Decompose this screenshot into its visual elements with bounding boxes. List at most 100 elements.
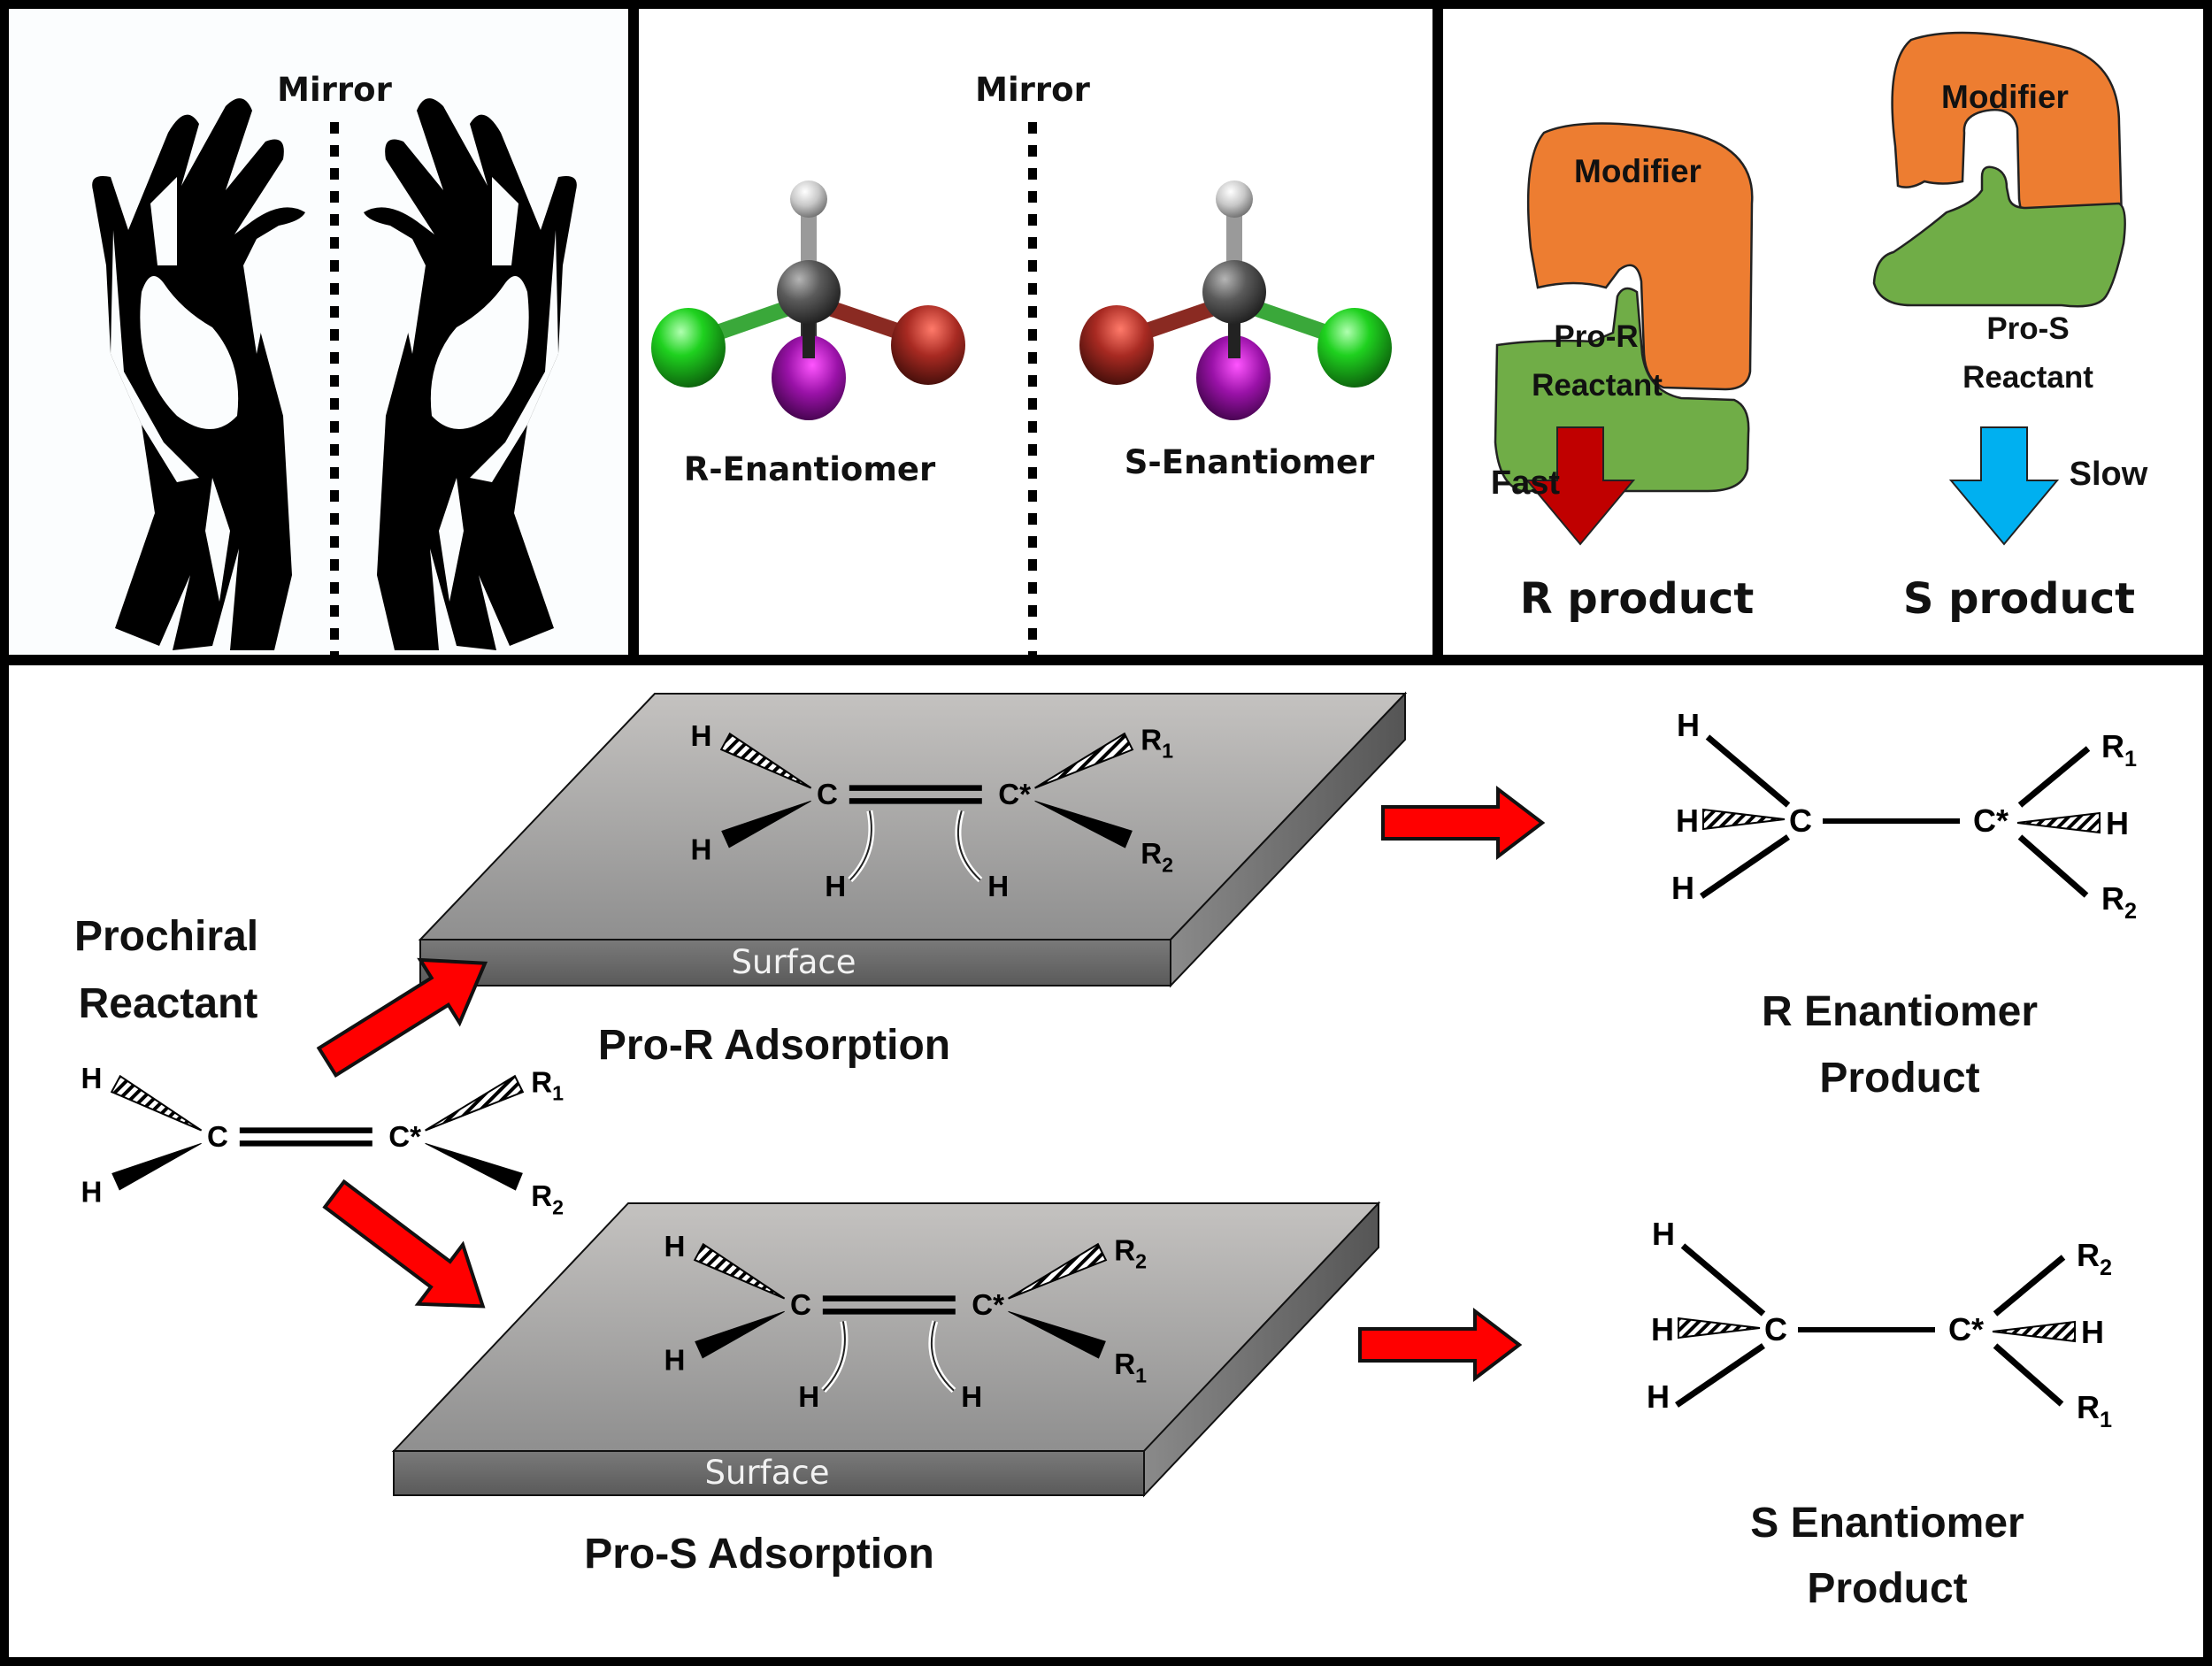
s-product-caption-2: Product — [1807, 1565, 1967, 1612]
arrow-to-s-product-icon — [1358, 1307, 1523, 1383]
hydrogen-label: H — [690, 720, 711, 753]
r-enantiomer-label: R-Enantiomer — [684, 450, 936, 488]
carbon-atom — [1202, 260, 1266, 324]
bond-line — [1705, 734, 1791, 808]
fast-label: Fast — [1491, 464, 1560, 502]
hydrogen-label: H — [81, 1063, 102, 1095]
slow-label: Slow — [2070, 456, 2148, 493]
hashed-wedge — [693, 1242, 786, 1300]
hashed-wedge — [1034, 732, 1134, 789]
reactant-label-left: Reactant — [1532, 368, 1663, 403]
hydrogen-atom — [1216, 180, 1253, 218]
s-enantiomer-label: S-Enantiomer — [1125, 443, 1375, 481]
arrow-to-r-product-icon — [1381, 785, 1546, 861]
hands-group: Mirror — [92, 71, 577, 655]
pro-s-surface: Surface — [391, 1201, 1381, 1498]
hydrogen-label: H — [1652, 1216, 1675, 1252]
adsorbed-hydrogen-label: H — [798, 1381, 819, 1414]
bond-line — [1680, 1243, 1766, 1317]
pro-r-surface: Surface — [418, 691, 1408, 988]
carbon-label: C — [1764, 1311, 1787, 1347]
red-atom — [891, 305, 965, 385]
hashed-wedge — [425, 1074, 525, 1132]
mirror-label-2: Mirror — [975, 71, 1090, 109]
hydrogen-label: H — [81, 1177, 102, 1209]
bond-line — [1993, 1255, 2066, 1317]
bond-line — [1993, 1343, 2064, 1407]
adsorbed-hydrogen-label: H — [825, 871, 846, 903]
hydrogen-label: H — [1677, 707, 1700, 743]
red-atom — [1079, 305, 1154, 385]
carbon-label: C — [207, 1121, 228, 1154]
carbon-label: C — [1789, 802, 1812, 839]
bond-line — [2017, 746, 2091, 808]
molecules-group: Mirror R-Enantiomer S- — [651, 71, 1392, 655]
pro-r-caption: Pro-R Adsorption — [598, 1022, 950, 1069]
modifier-shape-left — [1526, 122, 1754, 391]
adsorbed-hydrogen-label: H — [961, 1381, 982, 1414]
substituent-label: R1 — [531, 1066, 564, 1104]
fast-arrow-icon — [1525, 426, 1636, 546]
r-enantiomer-model — [651, 180, 965, 420]
adsorbed-hydrogen-label: H — [987, 871, 1009, 903]
bond-line — [1675, 1343, 1765, 1408]
hashed-wedge — [2016, 811, 2101, 834]
hashed-wedge — [719, 732, 812, 789]
hydrogen-label: H — [690, 834, 711, 867]
solid-wedge — [721, 800, 811, 848]
purple-atom — [1196, 335, 1271, 420]
left-hand-icon — [92, 98, 306, 651]
hydrogen-label: H — [1676, 802, 1699, 839]
hydrogen-label: H — [1651, 1311, 1674, 1347]
hydrogen-label: H — [2106, 805, 2129, 841]
hydrogen-label: H — [664, 1345, 685, 1378]
chiral-carbon-label: C* — [1948, 1311, 1984, 1347]
chiral-carbon-label: C* — [388, 1121, 421, 1154]
modifier-label-right: Modifier — [1941, 79, 2069, 115]
chiral-carbon-label: C* — [1973, 802, 2008, 839]
green-atom — [651, 308, 726, 388]
solid-wedge — [1034, 800, 1133, 848]
solid-wedge — [111, 1142, 202, 1191]
carbon-label: C — [790, 1289, 811, 1322]
hydrogen-label: H — [664, 1231, 685, 1263]
hashed-wedge — [110, 1074, 203, 1132]
hashed-wedge — [1678, 1317, 1761, 1340]
chiral-carbon-label: C* — [972, 1289, 1004, 1322]
solid-wedge — [695, 1310, 785, 1359]
hydrogen-label: H — [2081, 1314, 2104, 1350]
chiral-carbon-label: C* — [998, 779, 1031, 811]
reactant-label-right: Reactant — [1962, 360, 2093, 395]
s-product-caption-1: S Enantiomer — [1750, 1500, 2024, 1547]
carbon-atom — [777, 260, 841, 324]
hydrogen-label: H — [1647, 1378, 1670, 1415]
pro-s-caption: Pro-S Adsorption — [584, 1531, 934, 1578]
arrow-to-pro-r-icon — [316, 957, 488, 1079]
bond-line — [1700, 834, 1790, 899]
hydrogen-label: H — [1671, 870, 1694, 906]
pro-s-label: Pro-S — [1986, 311, 2069, 346]
carbon-label: C — [817, 779, 838, 811]
r-product-caption-2: Product — [1819, 1055, 1979, 1102]
hashed-wedge — [1702, 808, 1786, 831]
pro-s-reactant-shape — [1872, 165, 2126, 308]
pro-r-label: Pro-R — [1554, 319, 1638, 354]
solid-wedge — [1008, 1310, 1106, 1359]
green-atom — [1317, 308, 1392, 388]
bond-line — [2017, 834, 2089, 898]
slow-arrow-icon — [1948, 426, 2060, 546]
r-product-caption-1: R Enantiomer — [1762, 988, 2038, 1035]
modifier-group: Modifier Pro-R Reactant Fast R product M… — [1491, 31, 2148, 624]
modifier-label-left: Modifier — [1574, 153, 1701, 189]
hashed-wedge — [1008, 1242, 1108, 1300]
s-product-label: S product — [1903, 574, 2135, 624]
arrow-to-pro-s-icon — [322, 1178, 486, 1309]
mirror-label: Mirror — [277, 71, 392, 109]
solid-wedge — [425, 1142, 523, 1191]
surface-label: Surface — [732, 943, 856, 981]
